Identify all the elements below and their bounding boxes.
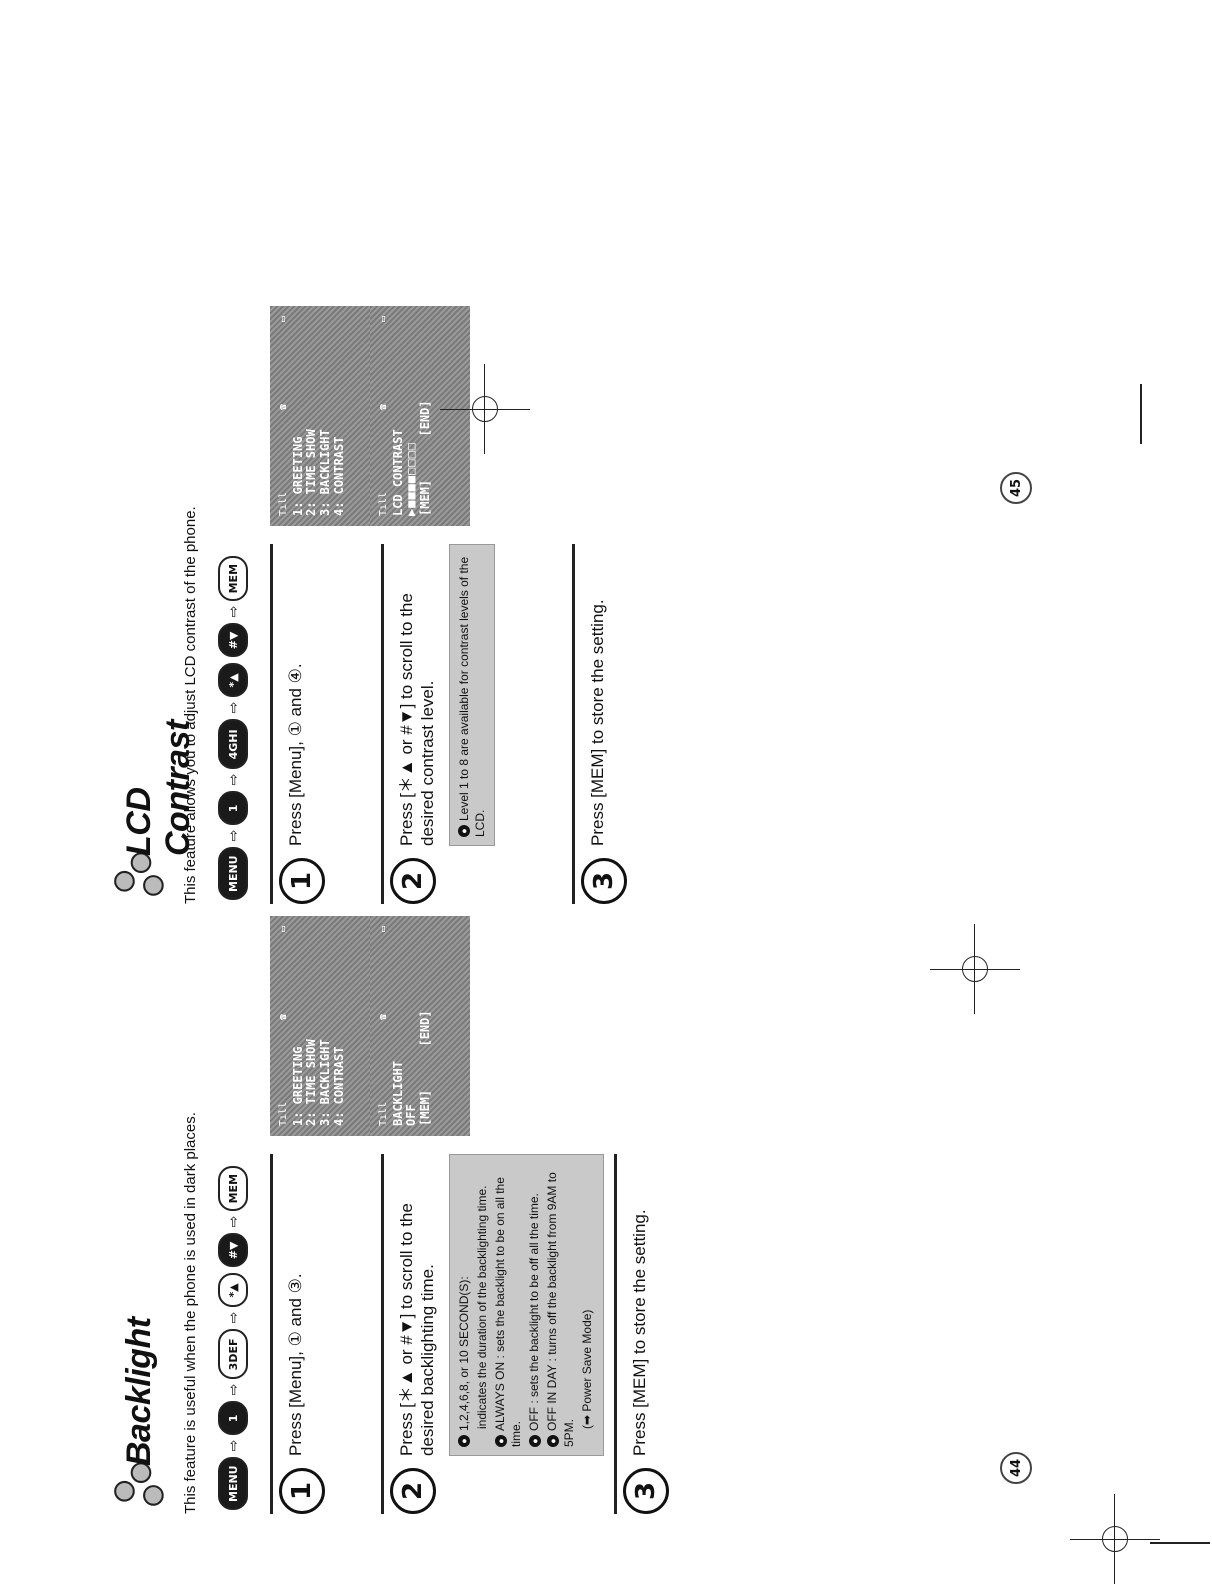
step-number: 3 (623, 1468, 669, 1514)
key-star-up: *▲ (218, 663, 248, 698)
puzzle-figure-icon (114, 852, 164, 896)
arrow-icon: ⇨ (224, 1311, 241, 1324)
signal-icon: Tıll (378, 491, 389, 516)
step-1: 1 Press [Menu], ① and ③. (270, 1154, 381, 1514)
key-hash-down: #▼ (218, 623, 248, 658)
trim-mark (1150, 1542, 1210, 1544)
lcd-line: 2: TIME SHOW (304, 1039, 319, 1126)
arrow-icon: ⇨ (224, 773, 241, 786)
lcd-setting-screen: Tıll ☎ ▭ BACKLIGHT OFF [MEM] [END] (370, 916, 470, 1136)
key-4: 4GHI (218, 719, 248, 770)
signal-icon: Tıll (378, 1101, 389, 1126)
key-sequence: MENU ⇨ 1 ⇨ 3DEF ⇨ *▲ #▼ ⇨ MEM (218, 1165, 248, 1510)
phone-icon: ☎ (278, 1013, 289, 1020)
step-number: 2 (390, 1468, 436, 1514)
page-number: 45 (1000, 472, 1032, 504)
contrast-level-bars: ▶■■■■□□□□ (404, 441, 419, 516)
key-star-up: *▲ (218, 1273, 248, 1308)
registration-mark (930, 924, 1020, 1014)
step-number: 1 (279, 1468, 325, 1514)
step-3: 3 Press [MEM] to store the setting. (572, 544, 663, 904)
key-sequence: MENU ⇨ 1 ⇨ 4GHI ⇨ *▲ #▼ ⇨ MEM (218, 555, 248, 900)
mem-key: MEM (218, 1165, 248, 1212)
phone-icon: ☎ (378, 1013, 389, 1020)
lcd-line: 2: TIME SHOW (304, 429, 319, 516)
trim-mark (1140, 384, 1142, 444)
steps-list: 1 Press [Menu], ① and ④. 2 Press [＊▲ or … (270, 544, 663, 904)
lcd-line: BACKLIGHT (390, 1060, 405, 1126)
lcd-line: 1: GREETING (290, 1046, 305, 1126)
lcd-screens: Tıll ☎ ▭ 1: GREETING 2: TIME SHOW 3: BACKL… (270, 916, 470, 1136)
signal-icon: Tıll (278, 491, 289, 516)
arrow-icon: ⇨ (224, 1383, 241, 1396)
note-item: ●1,2,4,6,8, or 10 SECOND(S): (456, 1163, 472, 1447)
step-text: Press [MEM] to store the setting. (630, 1209, 649, 1456)
page-number: 44 (1000, 1452, 1032, 1484)
step-2: 2 Press [＊▲ or #▼] to scroll to the desi… (381, 1154, 604, 1514)
step-text: Press [MEM] to store the setting. (588, 599, 607, 846)
lcd-line: 4: CONTRAST (331, 1046, 346, 1126)
arrow-icon: ⇨ (224, 1215, 241, 1228)
arrow-icon: ⇨ (224, 1439, 241, 1452)
key-1: 1 (218, 791, 248, 826)
phone-icon: ☎ (278, 403, 289, 410)
note-item: ●ALWAYS ON : sets the backlight to be on… (492, 1177, 524, 1447)
step-text: Press [Menu], ① and ③. (286, 1273, 305, 1456)
step-1: 1 Press [Menu], ① and ④. (270, 544, 381, 904)
step-number: 1 (279, 858, 325, 904)
registration-mark (440, 364, 530, 454)
key-hash-down: #▼ (218, 1233, 248, 1268)
step-number: 2 (390, 858, 436, 904)
phone-icon: ☎ (378, 403, 389, 410)
lcd-line: [MEM] [END] (418, 1010, 433, 1126)
note-item: indicates the duration of the backlighti… (474, 1185, 489, 1429)
options-note: ●1,2,4,6,8, or 10 SECOND(S): indicates t… (448, 1154, 604, 1456)
puzzle-figure-icon (114, 1462, 164, 1506)
step-text: Press [＊▲ or #▼] to scroll to the desire… (397, 593, 438, 846)
menu-key: MENU (218, 847, 248, 900)
step-3: 3 Press [MEM] to store the setting. (614, 1154, 705, 1514)
battery-icon: ▭ (378, 316, 389, 323)
lcd-line: 4: CONTRAST (331, 436, 346, 516)
signal-icon: Tıll (278, 1101, 289, 1126)
steps-list: 1 Press [Menu], ① and ③. 2 Press [＊▲ or … (270, 1154, 705, 1514)
key-1: 1 (218, 1401, 248, 1436)
contrast-note: ●Level 1 to 8 are available for contrast… (448, 544, 495, 846)
lcd-line: 3: BACKLIGHT (318, 1039, 333, 1126)
battery-icon: ▭ (378, 926, 389, 933)
lcd-line: LCD CONTRAST (390, 429, 405, 516)
lcd-menu-screen: Tıll ☎ ▭ 1: GREETING 2: TIME SHOW 3: BACKL… (270, 916, 370, 1136)
key-3: 3DEF (218, 1329, 248, 1380)
lcd-line: [MEM] [END] (418, 400, 433, 516)
battery-icon: ▭ (278, 926, 289, 933)
lcd-line: 3: BACKLIGHT (318, 429, 333, 516)
arrow-icon: ⇨ (224, 829, 241, 842)
note-item: (➡ Power Save Mode) (579, 1309, 594, 1429)
arrow-icon: ⇨ (224, 701, 241, 714)
registration-mark (1070, 1494, 1160, 1584)
note-item: ●OFF IN DAY : turns off the backlight fr… (545, 1172, 576, 1447)
step-number: 3 (581, 858, 627, 904)
step-2: 2 Press [＊▲ or #▼] to scroll to the desi… (381, 544, 572, 904)
intro-text: This feature allows you to adjust LCD co… (182, 506, 199, 904)
step-text: Press [＊▲ or #▼] to scroll to the desire… (397, 1203, 438, 1456)
intro-text: This feature is useful when the phone is… (182, 1112, 199, 1514)
menu-key: MENU (218, 1457, 248, 1510)
step-text: Press [Menu], ① and ④. (286, 663, 305, 846)
lcd-line: OFF (404, 1104, 419, 1126)
battery-icon: ▭ (278, 316, 289, 323)
note-item: ●OFF : sets the backlight to be off all … (526, 1163, 542, 1447)
page-title: Backlight (120, 1317, 158, 1466)
mem-key: MEM (218, 555, 248, 602)
lcd-line: 1: GREETING (290, 436, 305, 516)
arrow-icon: ⇨ (224, 605, 241, 618)
lcd-menu-screen: Tıll ☎ ▭ 1: GREETING 2: TIME SHOW 3: BACKL… (270, 306, 370, 526)
